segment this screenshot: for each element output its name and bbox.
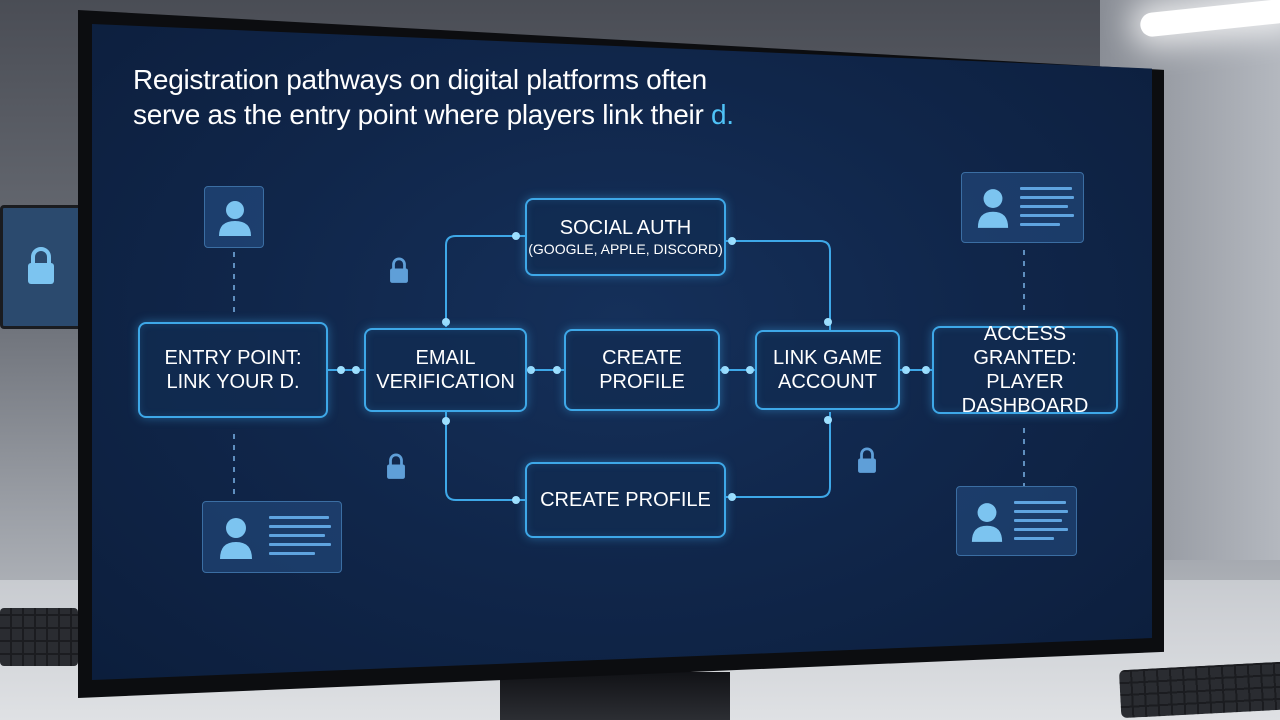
node-create-profile: CREATE PROFILE xyxy=(564,329,720,411)
node-entry-point-line-2: LINK YOUR D. xyxy=(166,371,300,393)
lock-icon xyxy=(390,257,408,283)
headline-line-2: serve as the entry point where players l… xyxy=(133,97,833,132)
node-create-profile-line-1: CREATE xyxy=(602,347,682,369)
node-social-auth-line-1: SOCIAL AUTH xyxy=(559,217,692,239)
node-social-auth: SOCIAL AUTH (GOOGLE, APPLE, DISCORD) xyxy=(525,198,726,276)
profile-card xyxy=(202,501,342,573)
headline: Registration pathways on digital platfor… xyxy=(133,62,833,132)
node-email-verification: EMAIL VERIFICATION xyxy=(364,328,527,412)
user-icon xyxy=(971,503,1003,542)
node-link-game-account: LINK GAME ACCOUNT xyxy=(755,330,900,410)
monitor-stand xyxy=(500,672,730,720)
lock-icon xyxy=(28,247,54,284)
headline-line-2-text: serve as the entry point where players l… xyxy=(133,99,711,130)
profile-card xyxy=(956,486,1077,556)
user-tile xyxy=(204,186,264,248)
user-icon xyxy=(220,518,252,559)
profile-card-lines xyxy=(269,516,331,561)
node-link-game-account-line-1: LINK GAME xyxy=(773,347,882,369)
lock-icon xyxy=(858,447,876,473)
node-link-game-account-line-2: ACCOUNT xyxy=(778,371,877,393)
node-entry-point-line-1: ENTRY POINT: xyxy=(164,347,302,369)
node-create-profile-alt: CREATE PROFILE xyxy=(525,462,726,538)
user-icon xyxy=(977,189,1009,228)
headline-highlight: d. xyxy=(710,99,734,130)
node-create-profile-alt-label: CREATE PROFILE xyxy=(540,489,711,511)
node-create-profile-line-2: PROFILE xyxy=(599,371,685,393)
headline-line-1: Registration pathways on digital platfor… xyxy=(133,64,707,95)
profile-card-lines xyxy=(1014,501,1068,546)
profile-card xyxy=(961,172,1084,243)
keyboard-right xyxy=(1118,659,1280,719)
profile-card-lines xyxy=(1020,187,1074,232)
node-access-granted-line-2: PLAYER DASHBOARD xyxy=(961,371,1089,417)
keyboard-left xyxy=(0,608,78,666)
side-monitor xyxy=(0,205,84,329)
node-email-verification-line-2: VERIFICATION xyxy=(376,371,515,393)
node-email-verification-line-1: EMAIL xyxy=(415,347,476,369)
node-access-granted-line-1: ACCESS GRANTED: xyxy=(973,323,1077,369)
node-entry-point: ENTRY POINT: LINK YOUR D. xyxy=(138,322,328,418)
user-icon xyxy=(219,201,251,236)
lock-icon xyxy=(387,453,405,479)
node-social-auth-line-2: (GOOGLE, APPLE, DISCORD) xyxy=(528,241,723,257)
node-access-granted: ACCESS GRANTED: PLAYER DASHBOARD xyxy=(932,323,1118,417)
